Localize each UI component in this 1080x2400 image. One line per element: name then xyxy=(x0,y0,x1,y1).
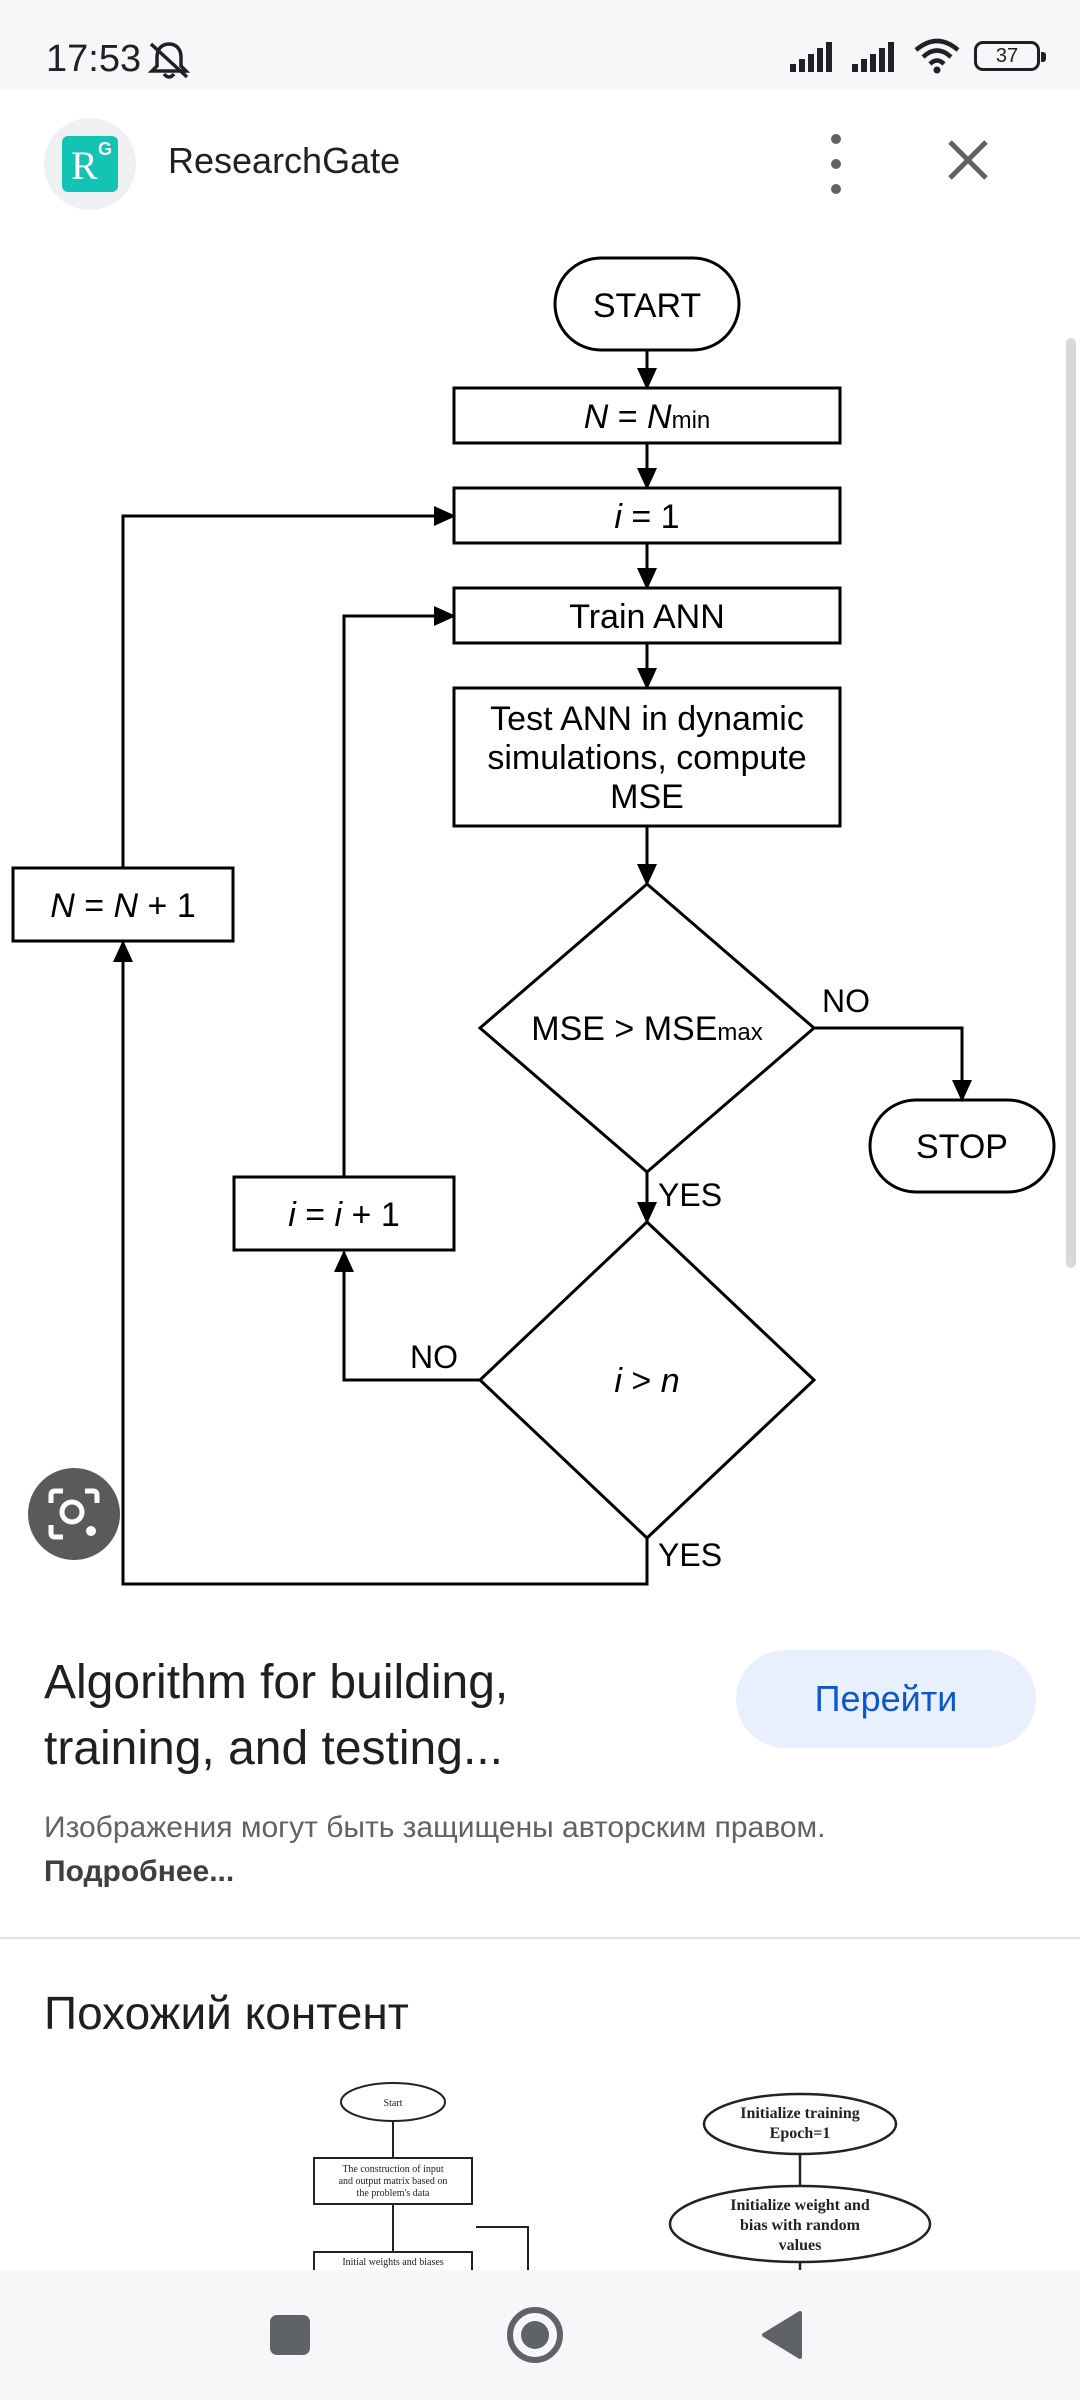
lens-search-button[interactable] xyxy=(28,1468,120,1560)
flow-yes-label-1: YES xyxy=(658,1177,722,1213)
signal-icon-2 xyxy=(852,42,894,72)
researchgate-logo-icon: R G xyxy=(62,136,118,192)
home-button[interactable] xyxy=(495,2300,575,2370)
square-icon xyxy=(270,2315,310,2355)
site-name[interactable]: ResearchGate xyxy=(168,140,401,181)
dot-icon xyxy=(831,184,841,194)
flow-test-line1: Test ANN in dynamic xyxy=(490,700,804,738)
signal-icon xyxy=(790,42,832,72)
mute-bell-icon xyxy=(147,42,191,79)
system-nav-bar xyxy=(0,2270,1080,2400)
status-time: 17:53 xyxy=(46,38,142,80)
flow-no-label-2: NO xyxy=(410,1339,458,1375)
status-icons: 37 xyxy=(790,36,1046,76)
related-card-1[interactable]: Start The construction of input and outp… xyxy=(44,2082,530,2270)
flow-i-init-label: i = 1 xyxy=(614,498,679,536)
flow-decision-i-label: i > n xyxy=(614,1362,679,1400)
thumb1-box1-line3: the problem's data xyxy=(357,2188,430,2199)
more-options-button[interactable] xyxy=(808,134,864,194)
image-preview[interactable]: START N = Nmin i = 1 Train ANN Test ANN … xyxy=(0,238,1080,1598)
related-thumbnail-1: Start The construction of input and outp… xyxy=(44,2082,530,2270)
flow-decision-mse-label: MSE > MSEmax xyxy=(531,1010,762,1048)
battery-icon: 37 xyxy=(974,41,1046,71)
thumb1-start: Start xyxy=(384,2098,403,2109)
learn-more-link[interactable]: Подробнее... xyxy=(44,1855,235,1888)
flow-n-inc-label: N = N + 1 xyxy=(50,887,196,925)
site-logo: R G xyxy=(44,118,136,210)
thumb2-ellipse2-line1: Initialize weight and xyxy=(730,2197,870,2214)
dot-icon xyxy=(831,159,841,169)
home-circle-icon xyxy=(507,2307,563,2363)
back-button[interactable] xyxy=(742,2300,822,2370)
flow-yes-label-2: YES xyxy=(658,1537,722,1573)
thumb2-ellipse2-line3: values xyxy=(779,2237,822,2254)
viewer-header: R G ResearchGate xyxy=(0,90,1080,238)
status-bar: 17:53 37 xyxy=(0,0,1080,90)
thumb1-box2: Initial weights and biases xyxy=(342,2257,443,2268)
thumb2-ellipse2-line2: bias with random xyxy=(740,2217,861,2234)
flow-test-line3: MSE xyxy=(610,778,684,816)
thumb1-box1-line1: The construction of input xyxy=(342,2164,444,2175)
flow-train-label: Train ANN xyxy=(569,598,725,636)
image-title[interactable]: Algorithm for building, training, and te… xyxy=(44,1656,509,1775)
flow-start-label: START xyxy=(593,287,701,325)
flow-n-init-label: N = Nmin xyxy=(584,398,711,436)
thumb2-ellipse1-line2: Epoch=1 xyxy=(770,2125,831,2142)
image-scrollbar[interactable] xyxy=(1066,338,1076,1268)
section-divider xyxy=(0,1937,1080,1939)
back-triangle-icon xyxy=(762,2311,802,2359)
thumb1-box1-line2: and output matrix based on xyxy=(339,2176,448,2187)
flow-no-label-1: NO xyxy=(822,983,870,1019)
flow-stop-label: STOP xyxy=(916,1128,1008,1166)
dot-icon xyxy=(831,134,841,144)
copyright-notice: Изображения могут быть защищены авторски… xyxy=(44,1811,826,1888)
related-thumbnail-2: Initialize training Epoch=1 Initialize w… xyxy=(554,2082,1036,2270)
lens-icon xyxy=(48,1488,100,1540)
close-button[interactable] xyxy=(940,132,996,188)
related-card-2[interactable]: Initialize training Epoch=1 Initialize w… xyxy=(554,2082,1036,2270)
wifi-icon xyxy=(914,38,960,74)
flow-i-inc-label: i = i + 1 xyxy=(288,1196,400,1234)
flowchart-image: START N = Nmin i = 1 Train ANN Test ANN … xyxy=(11,256,1056,1586)
visit-button[interactable]: Перейти xyxy=(736,1650,1036,1748)
thumb2-ellipse1-line1: Initialize training xyxy=(740,2105,860,2122)
related-content-title: Похожий контент xyxy=(44,1987,409,2039)
recents-button[interactable] xyxy=(250,2300,330,2370)
flow-test-line2: simulations, compute xyxy=(487,739,806,777)
flow-stop-node xyxy=(868,1098,1056,1194)
